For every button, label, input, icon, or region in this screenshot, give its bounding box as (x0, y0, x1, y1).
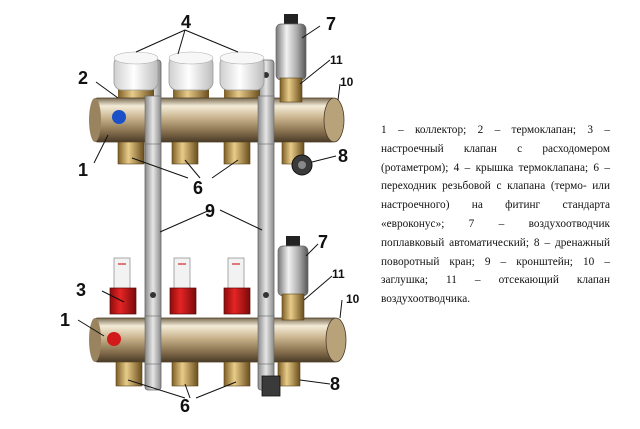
thermo-valve-caps (113, 51, 265, 102)
callout-2: 2 (78, 68, 88, 88)
callout-6-bottom: 6 (180, 396, 190, 416)
callout-8-top: 8 (338, 146, 348, 166)
callout-10-top: 10 (340, 75, 354, 89)
bottom-fittings (115, 361, 251, 387)
callout-11-top: 11 (330, 53, 343, 67)
top-air-vent (275, 14, 307, 103)
callout-9: 9 (205, 201, 215, 221)
bottom-flow-meters (109, 257, 251, 315)
top-drain-valve (281, 141, 313, 176)
callout-10-bottom: 10 (346, 292, 360, 306)
red-marker-icon (107, 332, 121, 346)
manifold-diagram: 4 7 2 11 10 1 8 6 9 7 11 3 10 1 8 6 (60, 12, 360, 416)
callout-6-top: 6 (193, 178, 203, 198)
callout-8-bottom: 8 (330, 374, 340, 394)
top-collector (89, 95, 345, 145)
callout-1-bottom: 1 (60, 310, 70, 330)
callout-7-top: 7 (326, 14, 336, 34)
callout-1-top: 1 (78, 160, 88, 180)
blue-marker-icon (112, 110, 126, 124)
bottom-collector (89, 315, 347, 365)
bottom-air-vent (277, 236, 309, 321)
callout-3: 3 (76, 280, 86, 300)
legend-text: 1 – коллектор; 2 – термоклапан; 3 – наст… (381, 124, 610, 306)
bottom-drain-valve (261, 361, 301, 397)
top-fittings (117, 141, 251, 165)
callout-4: 4 (181, 12, 191, 32)
callout-7-bottom: 7 (318, 232, 328, 252)
callout-11-bottom: 11 (332, 267, 345, 281)
leader-lines (77, 25, 343, 399)
